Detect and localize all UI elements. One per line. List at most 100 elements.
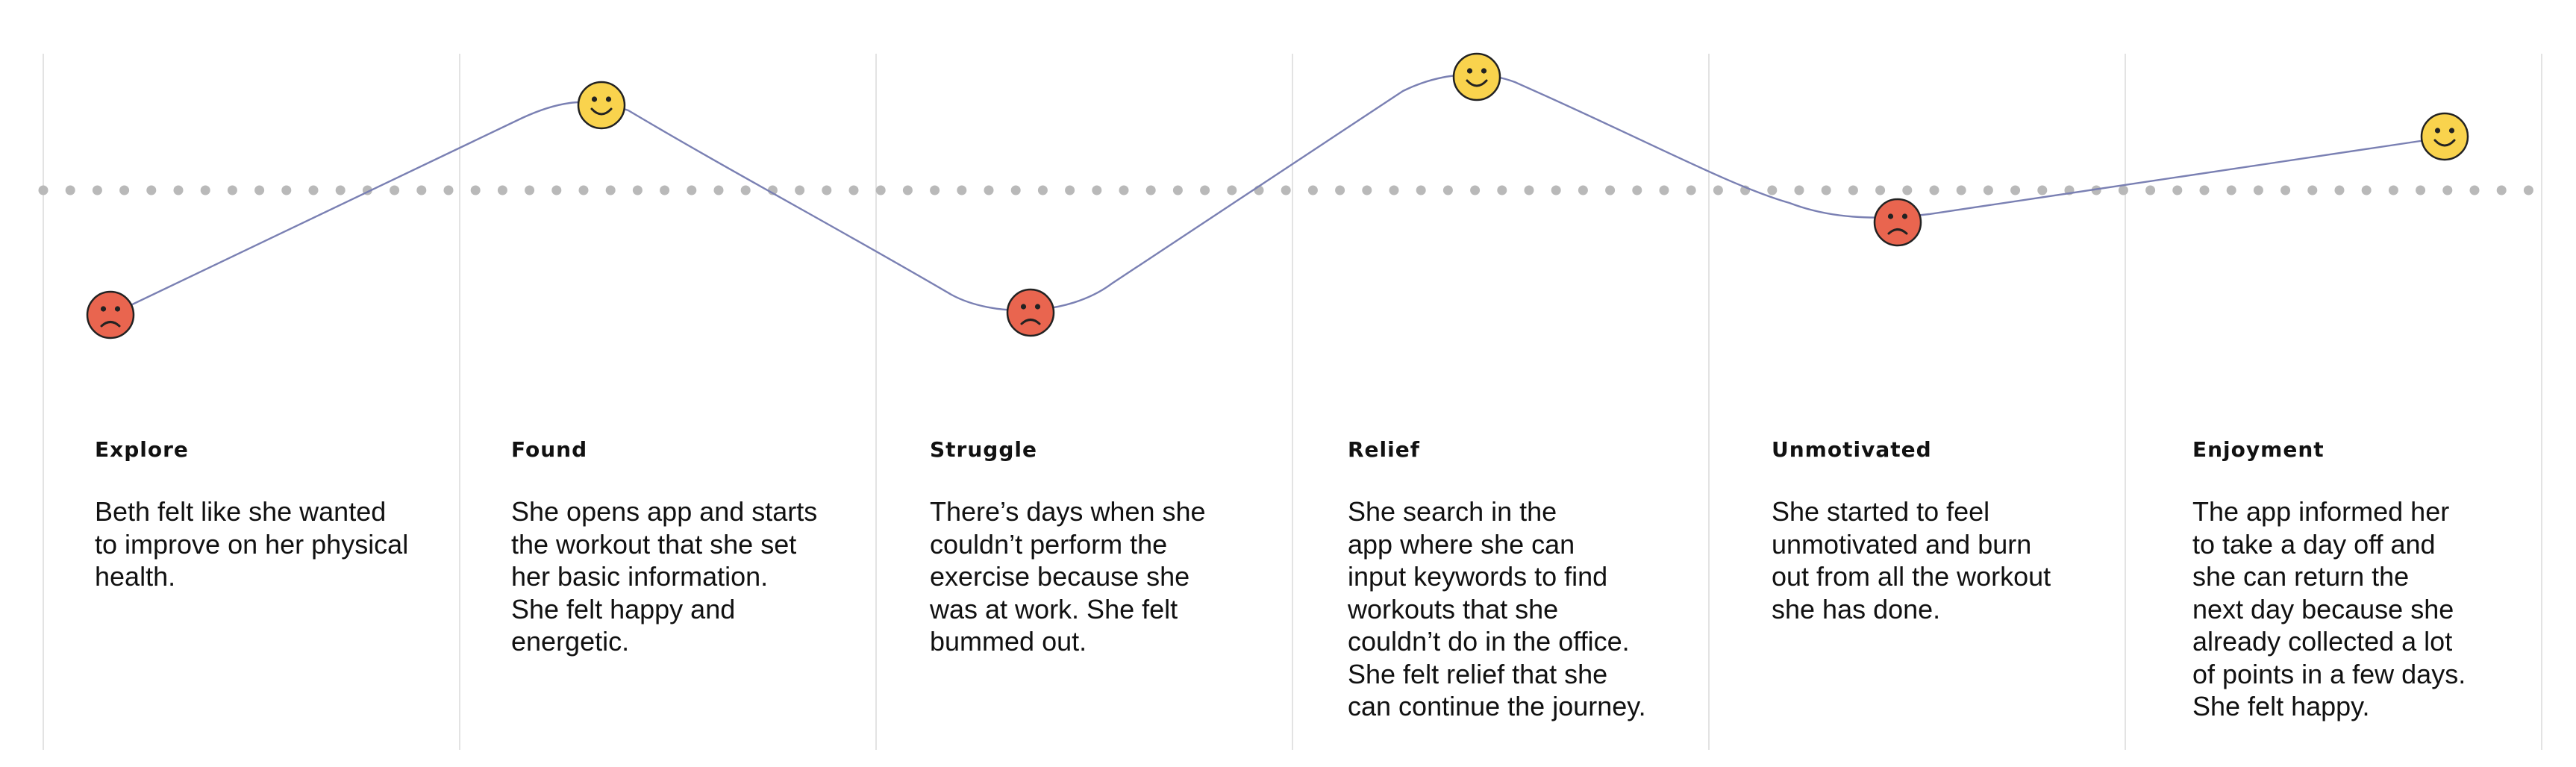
baseline-dot [335, 185, 346, 195]
baseline-dot [1470, 185, 1481, 195]
baseline-dot [1362, 185, 1372, 195]
baseline-dot [2442, 185, 2453, 195]
baseline-dot [146, 185, 157, 195]
baseline-dot [65, 185, 75, 195]
face-mouth [100, 321, 121, 328]
baseline-dot [2010, 185, 2021, 195]
description-line: the workout that she set [511, 528, 797, 560]
baseline-dot [1227, 185, 1237, 195]
face-eye [1466, 68, 1473, 74]
description-line: next day because she [2192, 593, 2454, 624]
description-line: health. [95, 561, 176, 592]
face-eye [2448, 128, 2455, 134]
baseline-dot [2361, 185, 2372, 195]
stage-title: Unmotivated [1772, 437, 1932, 462]
face-circle [1452, 52, 1501, 101]
baseline-dot [957, 185, 967, 195]
face-circle [2420, 112, 2469, 161]
baseline-dot [1119, 185, 1129, 195]
baseline-dot [1524, 185, 1534, 195]
baseline-dot [2334, 185, 2345, 195]
baseline-dot [1037, 185, 1048, 195]
face-circle [86, 290, 135, 339]
description-line: workouts that she [1348, 593, 1559, 624]
sad-face-icon [1006, 288, 1055, 337]
baseline-dot [1875, 185, 1886, 195]
stage-title: Found [511, 437, 588, 462]
face-eye [2434, 128, 2441, 134]
description-line: She felt relief that she [1348, 658, 1608, 689]
baseline-dot [984, 185, 994, 195]
face-mouth [590, 107, 613, 116]
description-line: was at work. She felt [930, 593, 1178, 624]
face-mouth [1887, 228, 1908, 235]
description-line: energetic. [511, 626, 630, 657]
face-eye [1481, 68, 1487, 74]
baseline-dot [795, 185, 805, 195]
baseline-dot [578, 185, 589, 195]
description-line: There’s days when she [930, 496, 1206, 527]
baseline-dot [2496, 185, 2507, 195]
baseline-dot [2416, 185, 2426, 195]
baseline-dot [281, 185, 292, 195]
baseline-dot [227, 185, 237, 195]
description-line: Beth felt like she wanted [95, 496, 387, 527]
description-line: couldn’t perform the [930, 528, 1168, 560]
description-line: already collected a lot [2192, 626, 2453, 657]
description-line: input keywords to find [1348, 561, 1608, 592]
face-eye [591, 96, 598, 102]
baseline-dot [1929, 185, 1939, 195]
baseline-dot [1767, 185, 1778, 195]
face-eye [1887, 213, 1894, 219]
baseline-dot [119, 185, 130, 195]
baseline-dot [1983, 185, 1993, 195]
sad-face-icon [1873, 198, 1922, 247]
emotion-curve [110, 73, 2426, 316]
baseline-dot [2523, 185, 2533, 195]
description-line: to take a day off and [2192, 528, 2436, 560]
description-line: couldn’t do in the office. [1348, 626, 1630, 657]
baseline-dot [1307, 185, 1318, 195]
description-line: She felt happy. [2192, 691, 2370, 721]
stage-description: She search in the app where she can inpu… [1348, 495, 1661, 723]
description-line: She started to feel [1772, 496, 1990, 527]
baseline-dot [1092, 185, 1102, 195]
baseline-dot [2307, 185, 2318, 195]
baseline-dot [713, 185, 724, 195]
description-line: to improve on her physical [95, 528, 409, 560]
baseline-dot [1578, 185, 1588, 195]
baseline-dot [902, 185, 913, 195]
face-mouth [1020, 319, 1041, 325]
baseline-dot [390, 185, 400, 195]
stage-description: Beth felt like she wanted to improve on … [95, 495, 408, 593]
face-mouth [1466, 79, 1488, 87]
face-circle [1006, 288, 1055, 337]
baseline-dot [1794, 185, 1804, 195]
baseline-dot [470, 185, 481, 195]
baseline-dot [632, 185, 643, 195]
emotion-markers [86, 52, 2469, 339]
baseline-dot [443, 185, 454, 195]
baseline-dot [1956, 185, 1966, 195]
baseline-dot [1335, 185, 1345, 195]
description-line: She felt happy and [511, 593, 736, 624]
face-eye [1020, 304, 1027, 310]
baseline-dot [497, 185, 507, 195]
stage-description: The app informed her to take a day off a… [2192, 495, 2506, 723]
face-circle [577, 81, 626, 130]
stage-title: Enjoyment [2192, 437, 2325, 462]
baseline-dot [1902, 185, 1913, 195]
happy-face-icon [1452, 52, 1501, 101]
baseline-dot [930, 185, 940, 195]
baseline-dot [200, 185, 210, 195]
baseline-dot [1442, 185, 1453, 195]
face-eye [1901, 213, 1908, 219]
baseline-dot [1713, 185, 1723, 195]
baseline-dot [660, 185, 670, 195]
face-eye [1034, 304, 1041, 310]
stage-dividers [43, 54, 2542, 750]
baseline-dot [2118, 185, 2128, 195]
baseline-dot [875, 185, 886, 195]
neutral-baseline [38, 185, 2533, 195]
description-line: bummed out. [930, 626, 1087, 657]
